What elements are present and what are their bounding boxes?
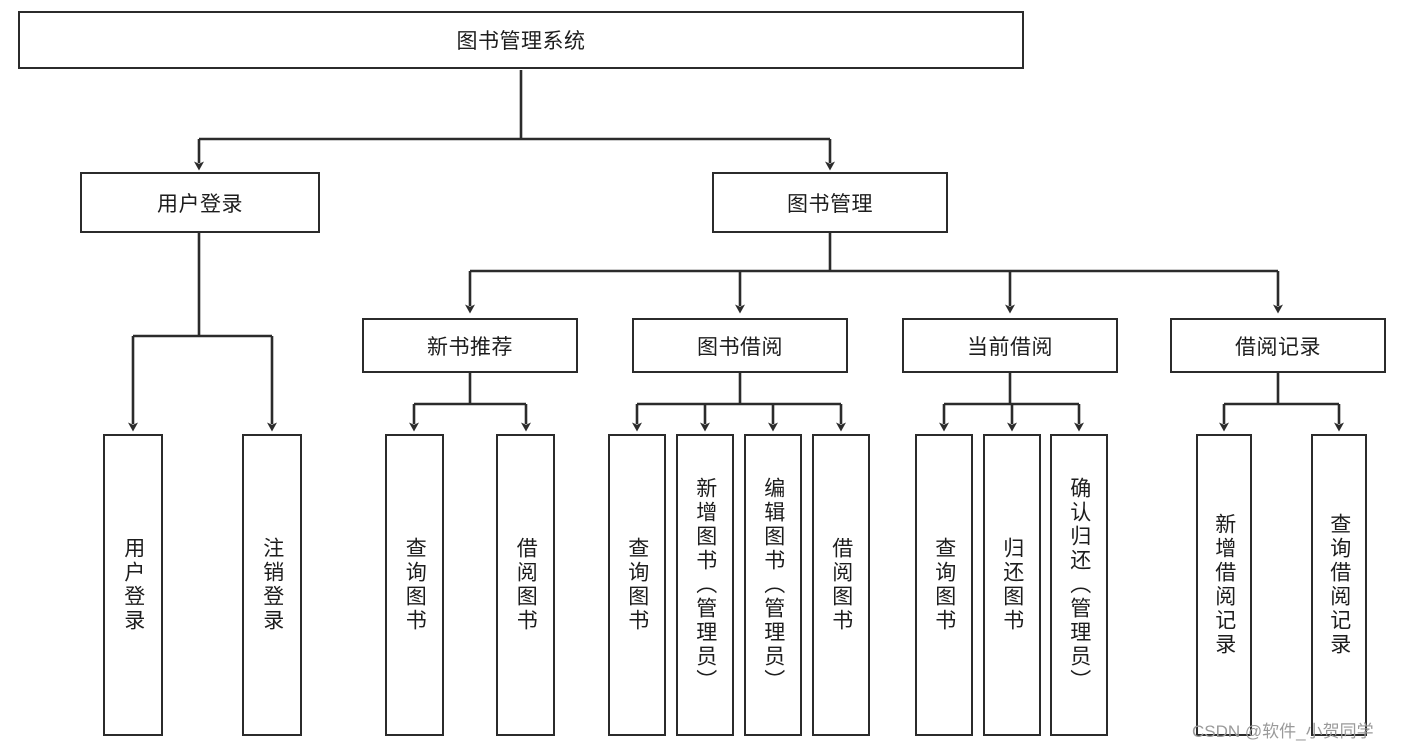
- leaf-borrow-book-1[interactable]: 借阅图书: [496, 434, 555, 736]
- node-label: 用户登录: [157, 192, 243, 216]
- leaf-add-book-admin[interactable]: 新增图书（管理员）: [676, 434, 734, 736]
- node-label: 新增图书（管理员）: [693, 477, 717, 693]
- node-label: 确认归还（管理员）: [1067, 477, 1091, 693]
- leaf-edit-book-admin[interactable]: 编辑图书（管理员）: [744, 434, 802, 736]
- node-label: 查询图书: [625, 537, 649, 633]
- leaf-add-borrow-record[interactable]: 新增借阅记录: [1196, 434, 1252, 736]
- node-label: 查询图书: [932, 537, 956, 633]
- watermark-text: CSDN @软件_小贺同学: [1192, 722, 1374, 741]
- node-label: 归还图书: [1000, 537, 1024, 633]
- node-label: 借阅记录: [1235, 335, 1321, 359]
- node-label: 新书推荐: [427, 335, 513, 359]
- leaf-query-book-3[interactable]: 查询图书: [915, 434, 973, 736]
- node-label: 图书管理: [787, 192, 873, 216]
- leaf-user-login[interactable]: 用户登录: [103, 434, 163, 736]
- leaf-borrow-book-2[interactable]: 借阅图书: [812, 434, 870, 736]
- node-label: 编辑图书（管理员）: [761, 477, 785, 693]
- node-label: 用户登录: [121, 537, 145, 633]
- node-book-management-system[interactable]: 图书管理系统: [18, 11, 1024, 69]
- node-label: 借阅图书: [829, 537, 853, 633]
- node-user-login[interactable]: 用户登录: [80, 172, 320, 233]
- node-label: 注销登录: [260, 537, 284, 633]
- node-label: 借阅图书: [514, 537, 538, 633]
- leaf-query-borrow-record[interactable]: 查询借阅记录: [1311, 434, 1367, 736]
- node-borrow-record[interactable]: 借阅记录: [1170, 318, 1386, 373]
- node-current-borrow[interactable]: 当前借阅: [902, 318, 1118, 373]
- node-label: 新增借阅记录: [1212, 513, 1236, 657]
- node-label: 查询图书: [403, 537, 427, 633]
- node-label: 图书管理系统: [456, 30, 586, 53]
- node-book-management[interactable]: 图书管理: [712, 172, 948, 233]
- node-book-borrow[interactable]: 图书借阅: [632, 318, 848, 373]
- node-label: 图书借阅: [697, 335, 783, 359]
- leaf-confirm-return-admin[interactable]: 确认归还（管理员）: [1050, 434, 1108, 736]
- node-label: 当前借阅: [967, 335, 1053, 359]
- leaf-logout-login[interactable]: 注销登录: [242, 434, 302, 736]
- leaf-return-book[interactable]: 归还图书: [983, 434, 1041, 736]
- node-label: 查询借阅记录: [1327, 513, 1351, 657]
- leaf-query-book-1[interactable]: 查询图书: [385, 434, 444, 736]
- node-new-book-recommend[interactable]: 新书推荐: [362, 318, 578, 373]
- leaf-query-book-2[interactable]: 查询图书: [608, 434, 666, 736]
